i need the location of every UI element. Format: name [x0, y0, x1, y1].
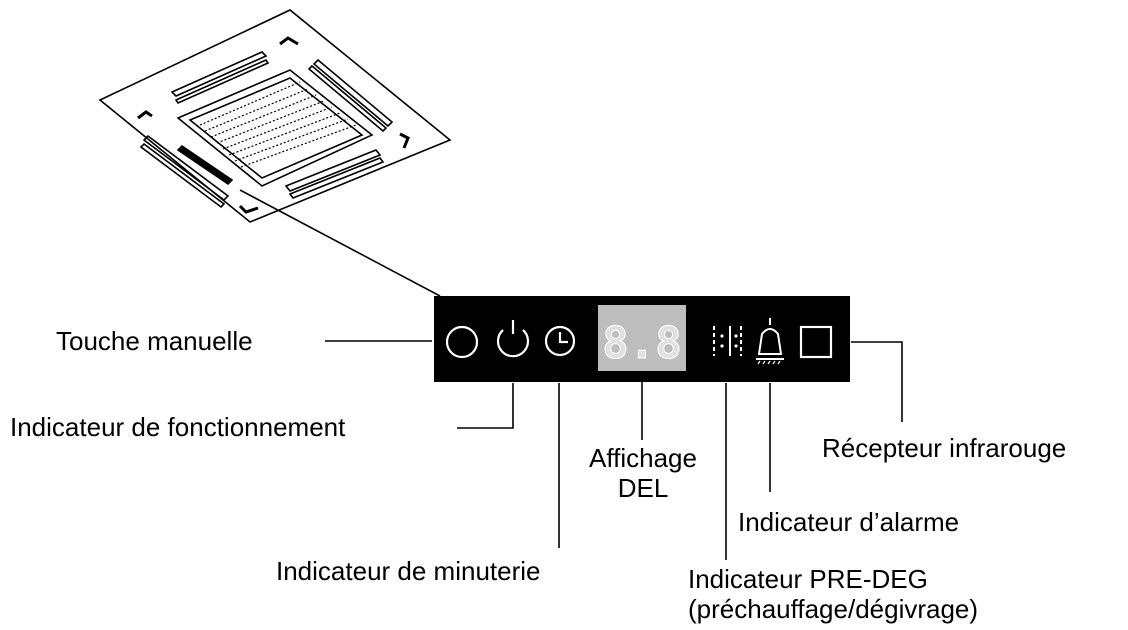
unit-to-panel-leader [239, 189, 441, 297]
cassette-grille-inner [188, 77, 364, 179]
label-led-display: Affichage DEL [578, 443, 708, 503]
power-icon [496, 320, 530, 358]
label-predeg-line1: Indicateur PRE-DEG [688, 564, 928, 594]
leader-operation-indicator [457, 383, 514, 429]
label-predeg-indicator: Indicateur PRE-DEG (préchauffage/dégivra… [688, 564, 978, 624]
cassette-outer-panel [98, 9, 452, 223]
manual-key-circle-icon[interactable] [445, 325, 479, 359]
infrared-receiver-square-icon [799, 325, 833, 359]
label-alarm-indicator: Indicateur d’alarme [738, 507, 960, 537]
leader-ir-receiver [851, 341, 903, 422]
led-display-window [598, 305, 686, 371]
label-manual-key: Touche manuelle [56, 326, 253, 356]
label-led-display-line2: DEL [617, 473, 669, 503]
cassette-unit-illustration [98, 9, 452, 223]
corner-brackets [137, 36, 410, 214]
defrost-icon [713, 326, 742, 356]
label-operation-indicator: Indicateur de fonctionnement [10, 412, 346, 442]
cassette-display-strip [176, 144, 234, 186]
leader-lines [325, 340, 903, 560]
label-led-display-line1: Affichage [589, 443, 697, 473]
label-predeg-line2: (préchauffage/dégivrage) [688, 594, 979, 624]
louver-slots [139, 51, 394, 209]
led-display-digits: 8.8 [602, 318, 681, 369]
cassette-grille-frame [176, 69, 374, 187]
label-ir-receiver: Récepteur infrarouge [822, 433, 1067, 463]
grille-slats [199, 81, 357, 168]
clock-icon [544, 325, 576, 357]
label-timer-indicator: Indicateur de minuterie [276, 556, 541, 586]
alarm-bell-icon [756, 318, 784, 365]
